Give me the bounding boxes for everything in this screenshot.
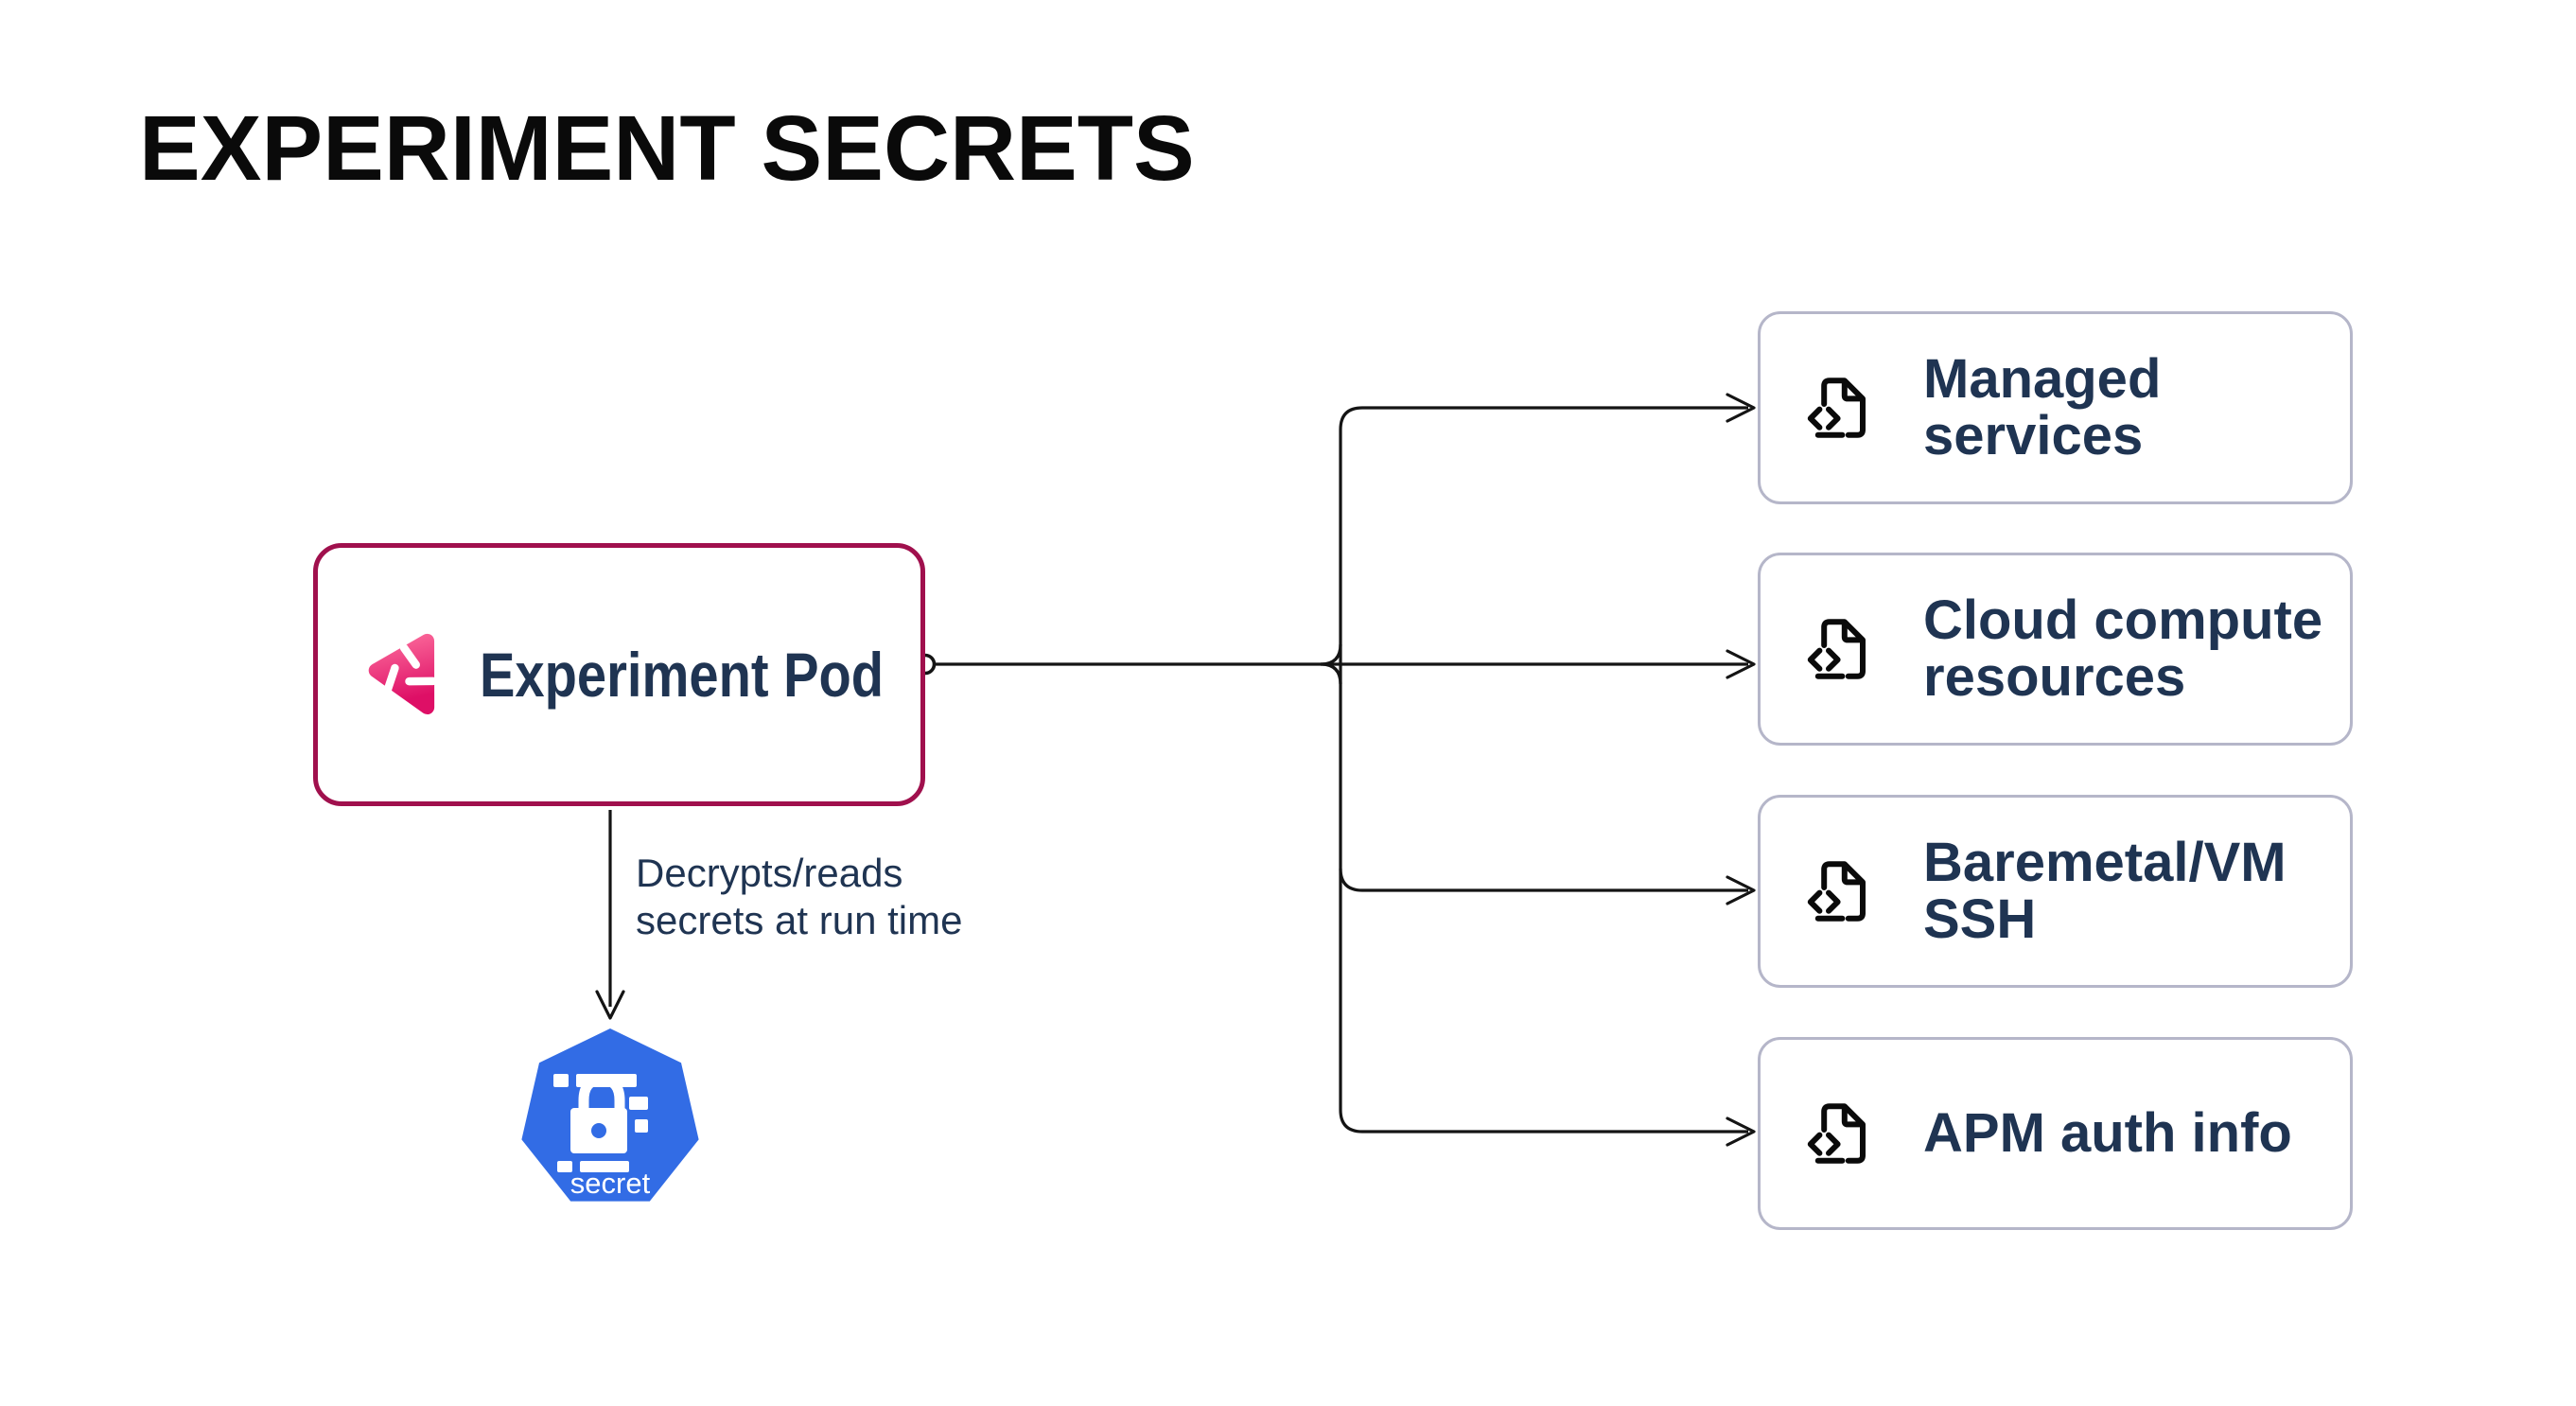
target-label: Managed services: [1923, 348, 2162, 466]
target-label: Baremetal/VM SSH: [1923, 832, 2287, 950]
k8s-secret-icon: secret: [521, 1028, 699, 1202]
experiment-pod-label: Experiment Pod: [480, 640, 885, 710]
secret-node-label: secret: [570, 1167, 651, 1200]
target-baremetal-vm-ssh: Baremetal/VM SSH: [1758, 795, 2353, 988]
arrowhead-managed-services: [1726, 393, 1756, 423]
target-cloud-compute: Cloud compute resources: [1758, 553, 2353, 746]
arrowhead-secret: [595, 990, 625, 1020]
target-label: APM auth info: [1923, 1102, 2292, 1164]
target-managed-services: Managed services: [1758, 311, 2353, 504]
litmus-logo-icon: [368, 633, 437, 715]
file-code-icon: [1802, 370, 1878, 446]
target-label: Cloud compute resources: [1923, 589, 2323, 708]
experiment-pod-node: Experiment Pod: [313, 543, 925, 806]
file-code-icon: [1802, 611, 1878, 687]
target-apm-auth-info: APM auth info: [1758, 1037, 2353, 1230]
arrowhead-apm: [1726, 1116, 1756, 1147]
arrowhead-baremetal: [1726, 875, 1756, 905]
page-title: EXPERIMENT SECRETS: [139, 97, 1195, 200]
arrowhead-cloud-compute: [1726, 649, 1756, 679]
edge-annotation: Decrypts/reads secrets at run time: [636, 851, 963, 942]
file-code-icon: [1802, 1096, 1878, 1171]
file-code-icon: [1802, 853, 1878, 929]
